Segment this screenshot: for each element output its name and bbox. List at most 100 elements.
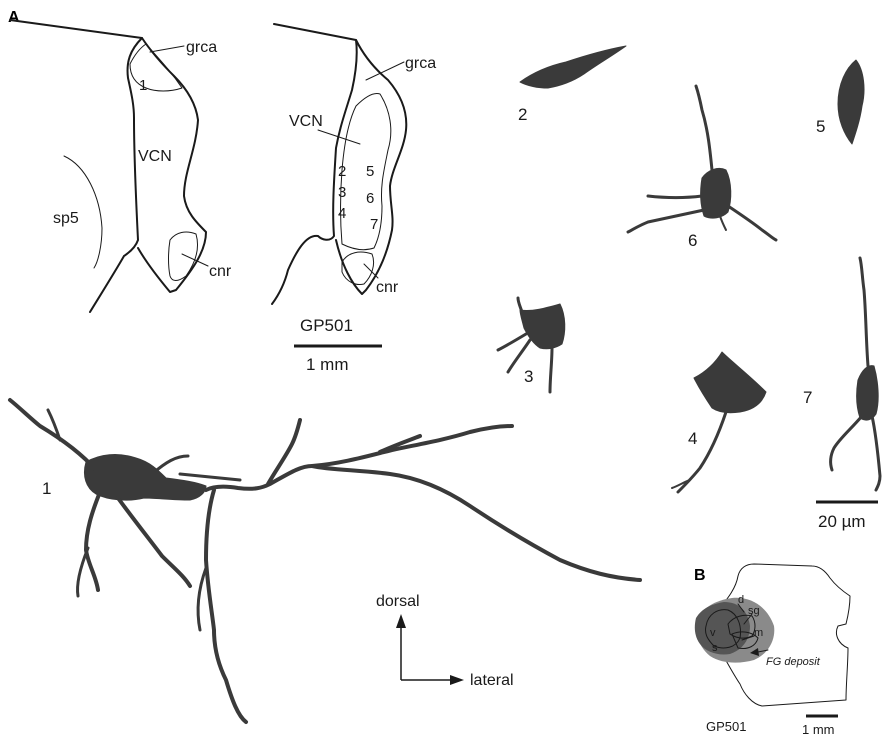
neuron-1-dendrite [46, 408, 62, 442]
neuron-7-label: 7 [803, 388, 812, 407]
inset-s-label: s [712, 642, 718, 654]
neuron-1-dendrite [204, 488, 248, 724]
section-left-sp5-line [63, 155, 103, 269]
neuron-4-label: 4 [688, 429, 697, 448]
neuron-6-dendrite [646, 194, 704, 199]
neuron-2: 2 [518, 45, 627, 124]
orientation-lateral-arrowhead [450, 675, 464, 685]
inset-sg-label: sg [748, 605, 760, 617]
neuron-1-dendrite [76, 546, 90, 598]
neuron-6-soma [700, 167, 732, 219]
inset-m-subdivision [731, 631, 759, 649]
inset-d-label: d [738, 594, 744, 606]
section-right-outer-boundary [271, 23, 358, 305]
neuron-1-dendrite [196, 566, 208, 632]
inset-sg-pointer [743, 613, 753, 625]
neuron-7-dendrite [870, 414, 882, 492]
panel-b-label: B [694, 567, 706, 584]
neuron-7: 7 [803, 256, 882, 492]
orientation-lateral-label: lateral [470, 672, 514, 689]
section-left-grca-label: grca [186, 39, 217, 56]
neuron-1: 1 [8, 398, 642, 724]
neuron-5-soma [837, 59, 865, 145]
section-right-cell-4-label: 4 [338, 205, 346, 222]
neuron-4: 4 [671, 351, 767, 494]
inset-m-pointer [741, 635, 755, 641]
section-right-vcn-pointer [317, 129, 361, 145]
section-right: grca VCN 2 3 4 5 6 7 cnr GP501 1 mm [271, 23, 436, 374]
neuron-4-dendrite [671, 479, 691, 489]
section-left-cnr-region [168, 231, 199, 281]
inset-sg-subdivision [727, 614, 756, 639]
neuron-1-dendrite [178, 472, 242, 482]
neuron-7-soma [856, 365, 879, 421]
section-left-vcn-boundary [137, 37, 207, 293]
neuron-1-label: 1 [42, 479, 51, 498]
neuron-1-dendrite [84, 490, 102, 592]
section-right-cell-5-label: 5 [366, 163, 374, 180]
section-left-grca-pointer [149, 45, 185, 53]
cell-scale-label: 20 µm [818, 512, 866, 531]
neuron-1-dendrite [204, 424, 514, 492]
inset-cochlear-nucleus [694, 602, 750, 655]
neuron-3-label: 3 [524, 367, 533, 386]
section-left-cnr-label: cnr [209, 263, 232, 280]
section-right-cnr-label: cnr [376, 279, 399, 296]
neuron-3-dendrite [548, 346, 554, 394]
orientation-axes: dorsal lateral [376, 593, 514, 689]
neuron-3-dendrite [496, 332, 528, 352]
neuron-5: 5 [816, 59, 865, 145]
neuron-6-dendrite [726, 204, 778, 242]
neuron-1-dendrite [310, 464, 642, 582]
neuron-1-dendrite [8, 398, 98, 472]
section-scale-label: 1 mm [306, 355, 349, 374]
neuron-1-soma [83, 454, 207, 501]
neuron-2-label: 2 [518, 105, 527, 124]
section-right-inner-region [340, 93, 392, 251]
panel-b-inset: d sg v m s FG deposit GP501 1 mm [694, 563, 851, 737]
inset-m-label: m [754, 627, 763, 639]
orientation-dorsal-arrowhead [396, 614, 406, 628]
neuron-6-dendrite [719, 215, 727, 231]
inset-deposit-pointer [757, 649, 769, 653]
panel-a-label: A [8, 9, 20, 26]
section-left: grca 1 VCN sp5 cnr [9, 19, 232, 313]
neuron-6: 6 [626, 84, 778, 250]
neuron-3-dendrite [506, 338, 532, 374]
section-right-grca-label: grca [405, 55, 436, 72]
section-right-vcn-label: VCN [289, 113, 323, 130]
neuron-3-soma [519, 303, 566, 350]
neuron-6-dendrite [626, 208, 706, 234]
section-left-outer-boundary [9, 19, 143, 313]
neuron-5-label: 5 [816, 117, 825, 136]
neuron-1-dendrite [116, 496, 192, 588]
neuron-6-dendrite [694, 84, 714, 172]
neuron-7-dendrite [829, 414, 864, 472]
neuron-6-label: 6 [688, 231, 697, 250]
neuron-1-dendrite [266, 418, 302, 486]
section-left-cnr-pointer [181, 253, 209, 267]
section-right-cell-3-label: 3 [338, 184, 346, 201]
section-right-cell-6-label: 6 [366, 190, 374, 207]
section-left-grca-region [129, 43, 183, 92]
orientation-dorsal-label: dorsal [376, 593, 420, 610]
neuron-4-dendrite [676, 410, 728, 494]
neuron-2-soma [519, 45, 627, 89]
section-right-cell-2-label: 2 [338, 163, 346, 180]
neuron-1-dendrite [150, 454, 190, 476]
inset-case-id: GP501 [706, 719, 746, 734]
section-right-case-id: GP501 [300, 316, 353, 335]
neuron-7-dendrite [858, 256, 870, 368]
neuron-3-dendrite [516, 296, 524, 314]
section-right-grca-pointer [365, 61, 405, 81]
section-right-cell-7-label: 7 [370, 216, 378, 233]
inset-scale-label: 1 mm [802, 722, 835, 737]
neuron-4-soma [693, 351, 767, 414]
inset-deposit-label: FG deposit [766, 656, 821, 668]
section-right-vcn-boundary [335, 39, 408, 295]
neuron-1-dendrite [378, 434, 422, 454]
inset-v-label: v [710, 627, 716, 639]
section-left-sp5-label: sp5 [53, 210, 79, 227]
